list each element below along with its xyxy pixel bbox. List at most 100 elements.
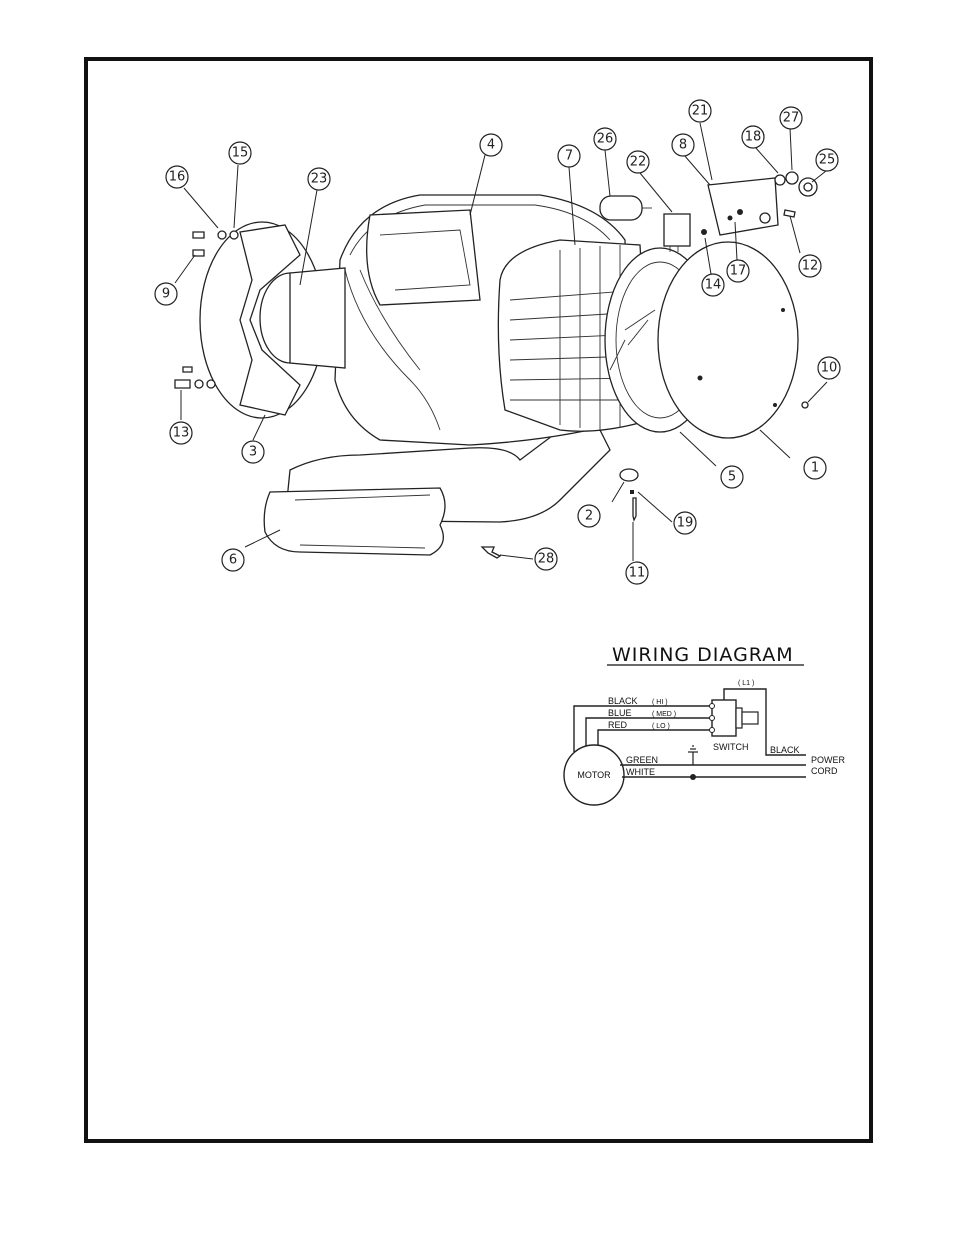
svg-text:15: 15 bbox=[232, 146, 249, 161]
svg-text:9: 9 bbox=[162, 287, 170, 302]
svg-text:1: 1 bbox=[811, 461, 819, 476]
callout-leaders bbox=[174, 122, 828, 561]
motor-label: MOTOR bbox=[577, 770, 611, 780]
callout-25: 25 bbox=[815, 148, 839, 172]
callout-2: 2 bbox=[577, 504, 601, 528]
switch-22 bbox=[663, 213, 691, 247]
blue-wire bbox=[585, 717, 712, 746]
svg-text:7: 7 bbox=[565, 149, 573, 164]
power-cord-label-line2: CORD bbox=[811, 766, 838, 776]
svg-text:6: 6 bbox=[229, 553, 237, 568]
wire-label-red: RED bbox=[608, 720, 628, 730]
svg-text:27: 27 bbox=[783, 111, 800, 126]
speed-lo: ( LO ) bbox=[652, 723, 670, 730]
nut-27 bbox=[785, 171, 799, 185]
callout-21: 21 bbox=[688, 99, 712, 123]
svg-text:11: 11 bbox=[629, 566, 646, 581]
callout-23: 23 bbox=[307, 167, 331, 191]
bolt-9-top bbox=[192, 231, 205, 239]
switch-symbol bbox=[711, 699, 737, 737]
callout-3: 3 bbox=[241, 440, 265, 464]
grommet-14 bbox=[701, 229, 707, 235]
callout-16: 16 bbox=[165, 165, 189, 189]
wire-label-green: GREEN bbox=[626, 755, 658, 765]
power-cord-label-line1: POWER bbox=[811, 755, 846, 765]
bolt-13 bbox=[174, 379, 191, 389]
svg-text:18: 18 bbox=[745, 130, 762, 145]
callout-19: 19 bbox=[673, 511, 697, 535]
svg-text:25: 25 bbox=[819, 153, 836, 168]
wiring-diagram-title: WIRING DIAGRAM bbox=[612, 644, 794, 666]
washer-16 bbox=[217, 230, 227, 240]
svg-text:21: 21 bbox=[692, 104, 709, 119]
wire-label-black-out: BLACK bbox=[770, 745, 800, 755]
front-cover-1 bbox=[657, 241, 799, 439]
svg-text:2: 2 bbox=[585, 509, 593, 524]
speed-med: ( MED ) bbox=[652, 711, 676, 718]
screw-10 bbox=[801, 401, 809, 409]
washer-18 bbox=[774, 174, 786, 186]
ground-symbol bbox=[688, 745, 698, 765]
callout-5: 5 bbox=[720, 465, 744, 489]
callout-4: 4 bbox=[479, 133, 503, 157]
callout-12: 12 bbox=[798, 254, 822, 278]
capacitor-26 bbox=[599, 195, 643, 221]
motor-shaft-housing bbox=[289, 267, 346, 369]
switch-plate-21 bbox=[707, 177, 779, 236]
screw-12 bbox=[783, 209, 796, 218]
l1-label: ( L1 ) bbox=[738, 680, 754, 687]
callout-7: 7 bbox=[557, 144, 581, 168]
black-wire bbox=[573, 705, 712, 752]
svg-text:12: 12 bbox=[802, 259, 819, 274]
svg-text:26: 26 bbox=[597, 132, 614, 147]
washer-19 bbox=[630, 490, 634, 494]
svg-text:5: 5 bbox=[728, 470, 736, 485]
bolt-upper-13 bbox=[182, 366, 193, 373]
callout-28: 28 bbox=[534, 547, 558, 571]
splice-dot bbox=[690, 774, 696, 780]
svg-text:10: 10 bbox=[821, 361, 838, 376]
screw-11 bbox=[632, 497, 637, 522]
callout-14: 14 bbox=[701, 273, 725, 297]
red-wire bbox=[597, 729, 712, 745]
callout-8: 8 bbox=[671, 133, 695, 157]
callout-13: 13 bbox=[169, 421, 193, 445]
foot-2 bbox=[619, 468, 639, 482]
callout-18: 18 bbox=[741, 125, 765, 149]
callout-bubbles: 1 2 3 4 5 6 7 8 9 10 11 12 13 14 15 16 1… bbox=[154, 99, 841, 585]
wire-label-white: WHITE bbox=[626, 767, 655, 777]
page-border bbox=[84, 57, 873, 1143]
callout-27: 27 bbox=[779, 106, 803, 130]
l1-wire bbox=[723, 688, 806, 756]
housing-top-panel bbox=[366, 209, 481, 306]
callout-10: 10 bbox=[817, 356, 841, 380]
svg-text:13: 13 bbox=[173, 426, 190, 441]
mounting-bracket bbox=[239, 224, 301, 416]
callout-22: 22 bbox=[626, 150, 650, 174]
callout-6: 6 bbox=[221, 548, 245, 572]
svg-text:19: 19 bbox=[677, 516, 694, 531]
blower-assembly-drawing bbox=[174, 171, 818, 559]
screw-28 bbox=[480, 546, 502, 559]
callout-15: 15 bbox=[228, 141, 252, 165]
svg-text:22: 22 bbox=[630, 155, 647, 170]
motor-symbol bbox=[563, 744, 625, 806]
wire-label-blue: BLUE bbox=[608, 708, 632, 718]
svg-text:16: 16 bbox=[169, 170, 186, 185]
svg-text:23: 23 bbox=[311, 172, 328, 187]
callout-11: 11 bbox=[625, 561, 649, 585]
inlet-cover-6 bbox=[263, 487, 446, 556]
switch-label: SWITCH bbox=[713, 742, 749, 752]
callout-9: 9 bbox=[154, 282, 178, 306]
callout-17: 17 bbox=[726, 259, 750, 283]
bolt-9 bbox=[192, 249, 205, 257]
svg-text:3: 3 bbox=[249, 445, 257, 460]
svg-text:4: 4 bbox=[487, 138, 495, 153]
callout-26: 26 bbox=[593, 127, 617, 151]
callout-1: 1 bbox=[803, 456, 827, 480]
svg-text:8: 8 bbox=[679, 138, 687, 153]
wiring-diagram: WIRING DIAGRAM MOTOR BLACK BLUE RED ( HI… bbox=[563, 644, 846, 806]
svg-text:17: 17 bbox=[730, 264, 747, 279]
svg-text:14: 14 bbox=[705, 278, 722, 293]
